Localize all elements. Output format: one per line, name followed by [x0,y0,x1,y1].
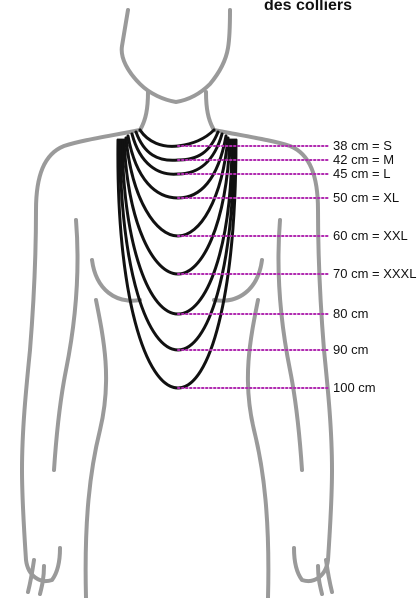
necklace-90cm [120,140,234,350]
label-50cm-xl: 50 cm = XL [333,190,399,205]
neck-outline-left [140,92,148,130]
label-100cm: 100 cm [333,380,376,395]
necklace-45cm [132,134,222,174]
right-inner-arm-outline [278,220,302,470]
label-70cm-xxxl: 70 cm = XXXL [333,266,416,281]
torso-right-outline [248,300,269,598]
label-38cm-s: 38 cm = S [333,138,392,153]
label-60cm-xxl: 60 cm = XXL [333,228,408,243]
head-outline [122,10,230,102]
body-silhouette [22,10,332,598]
label-42cm-m: 42 cm = M [333,152,394,167]
neck-outline-right [206,92,214,130]
size-labels: 38 cm = S 42 cm = M 45 cm = L 50 cm = XL… [333,138,416,395]
left-inner-arm-outline [54,220,78,470]
right-hand-outline [318,560,332,594]
label-80cm: 80 cm [333,306,368,321]
guide-lines [178,146,330,388]
torso-left-outline [86,300,107,598]
label-90cm: 90 cm [333,342,368,357]
label-45cm-l: 45 cm = L [333,166,390,181]
necklace-38cm [140,130,214,146]
